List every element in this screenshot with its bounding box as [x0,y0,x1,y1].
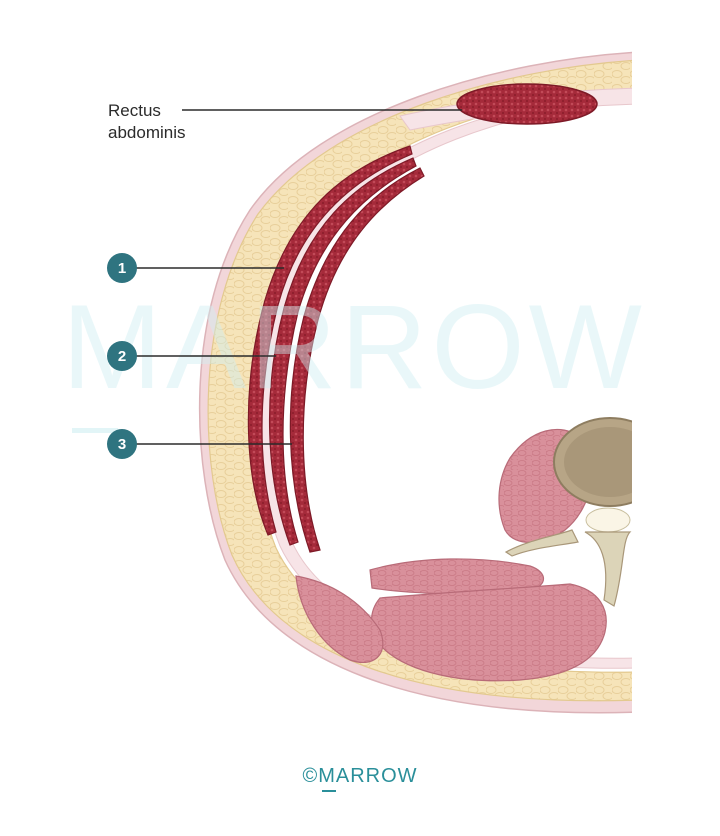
vertebral-body-cancellous [564,427,632,497]
marker-3: 3 [107,429,292,459]
marker-1: 1 [107,253,284,283]
quadratus-lumborum-muscle [369,558,545,595]
spinal-canal [585,507,631,533]
marker-1-number: 1 [118,260,126,277]
marker-2: 2 [107,341,276,371]
internal-oblique-muscle [268,157,417,546]
marker-3-number: 3 [118,436,126,453]
spinous-process [584,531,632,607]
watermark-text: MARROW [62,280,646,414]
transverse-process [504,529,579,557]
transversus-abdominis-muscle [289,167,425,553]
posterior-region [295,417,632,682]
marker-2-number: 2 [118,348,126,365]
rectus-abdominis-muscle [456,83,598,125]
erector-spinae-muscle [371,583,607,682]
rectus-label-line2: abdominis [108,123,186,142]
rectus-label-line1: Rectus [108,101,161,120]
rectus-abdominis-label: Rectus abdominis [108,101,462,142]
marker-2-badge [107,341,137,371]
latissimus-dorsi-muscle [295,575,384,664]
watermark-underline [72,428,118,433]
footer-brand-underline [322,790,336,792]
marker-1-badge [107,253,137,283]
footer-brand: ©MARROW [302,765,417,787]
marker-3-badge [107,429,137,459]
external-oblique-muscle [247,145,413,536]
